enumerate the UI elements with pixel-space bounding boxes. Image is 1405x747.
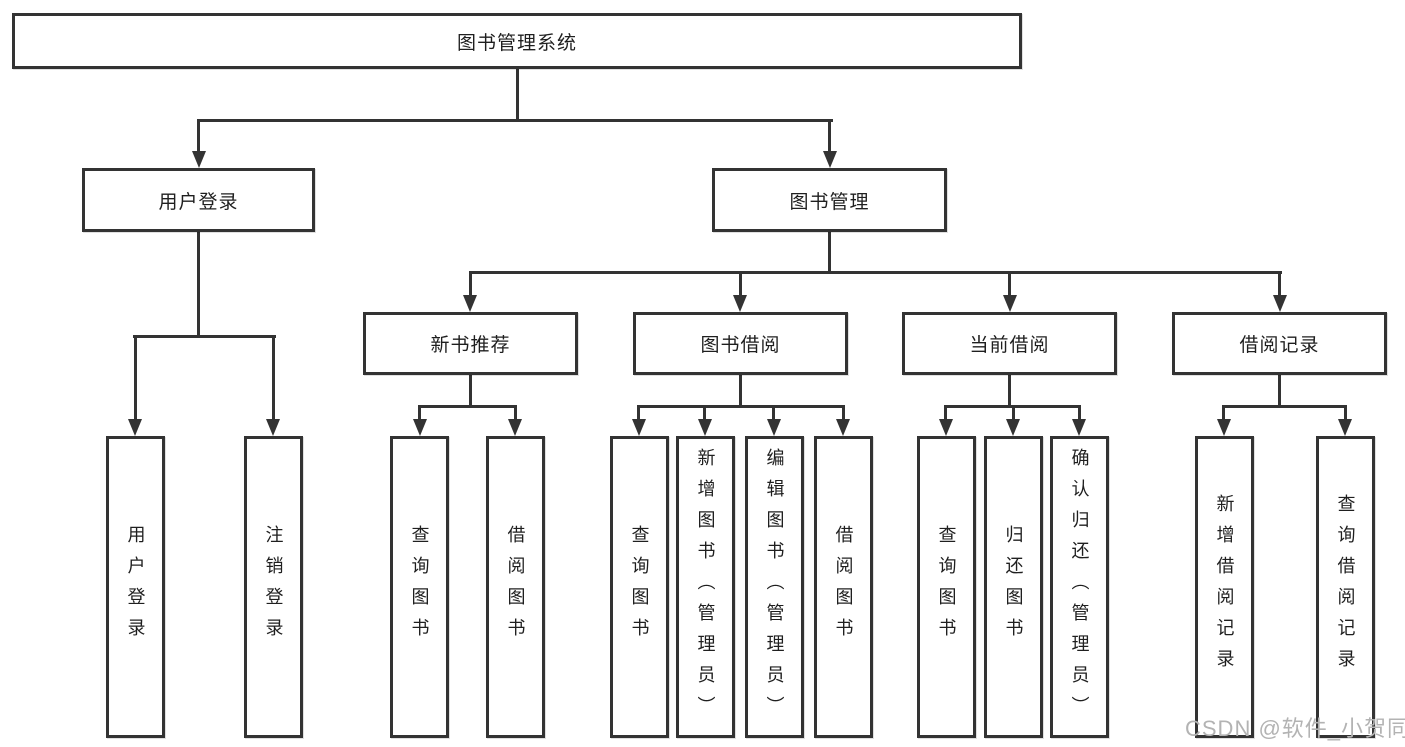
leaf-label: 借阅图书 xyxy=(833,525,854,649)
node-label: 图书管理 xyxy=(789,191,870,213)
connector-new-book-rail xyxy=(418,405,517,408)
leaf-borrow-books-recommend: 借阅图书 xyxy=(486,436,545,738)
connector-user-login-stem xyxy=(197,232,200,338)
connector-drop-book-borrow xyxy=(739,271,742,299)
leaf-query-books-recommend: 查询图书 xyxy=(390,436,449,738)
leaf-label: 查询图书 xyxy=(629,525,650,649)
leaf-edit-book-admin: 编辑图书（管理员） xyxy=(745,436,804,738)
leaf-label: 查询图书 xyxy=(936,525,957,649)
arrowhead xyxy=(1217,419,1231,436)
arrowhead xyxy=(823,151,837,168)
node-book-management: 图书管理 xyxy=(712,168,947,232)
connector-drop-book-management xyxy=(828,119,831,153)
connector-drop xyxy=(703,405,706,423)
arrowhead xyxy=(508,419,522,436)
connector-drop xyxy=(944,405,947,423)
leaf-label: 编辑图书（管理员） xyxy=(764,447,785,727)
connector-drop-borrow-records xyxy=(1278,271,1281,299)
node-library-system: 图书管理系统 xyxy=(12,13,1022,69)
csdn-watermark: CSDN @软件_小贺同学 xyxy=(1185,716,1405,741)
node-current-borrow: 当前借阅 xyxy=(902,312,1117,375)
connector-drop xyxy=(418,405,421,423)
connector-drop-new-book xyxy=(469,271,472,299)
connector-drop xyxy=(1344,405,1347,423)
connector-drop-leaf-login xyxy=(134,335,137,423)
leaf-label: 确认归还（管理员） xyxy=(1069,447,1090,727)
node-borrow-records: 借阅记录 xyxy=(1172,312,1387,375)
leaf-return-books: 归还图书 xyxy=(984,436,1043,738)
leaf-borrow-books: 借阅图书 xyxy=(814,436,873,738)
arrowhead xyxy=(128,419,142,436)
arrowhead xyxy=(939,419,953,436)
connector-drop xyxy=(1078,405,1081,423)
connector-drop-leaf-logout xyxy=(272,335,275,423)
arrowhead xyxy=(1003,295,1017,312)
connector-drop-current-borrow xyxy=(1008,271,1011,299)
node-new-book-recommend: 新书推荐 xyxy=(363,312,578,375)
connector-drop xyxy=(842,405,845,423)
leaf-label: 查询图书 xyxy=(409,525,430,649)
node-label: 图书管理系统 xyxy=(456,32,577,54)
arrowhead xyxy=(767,419,781,436)
leaf-add-book-admin: 新增图书（管理员） xyxy=(676,436,735,738)
leaf-label: 注销登录 xyxy=(263,525,284,649)
arrowhead xyxy=(192,151,206,168)
leaf-user-login: 用户登录 xyxy=(106,436,165,738)
arrowhead xyxy=(463,295,477,312)
connector-book-borrow-rail xyxy=(637,405,845,408)
connector-drop xyxy=(1012,405,1015,423)
connector-current-borrow-stem xyxy=(1008,375,1011,408)
leaf-add-borrow-record: 新增借阅记录 xyxy=(1195,436,1254,738)
connector-borrow-records-rail xyxy=(1222,405,1347,408)
arrowhead xyxy=(632,419,646,436)
connector-drop xyxy=(514,405,517,423)
leaf-query-books-borrow: 查询图书 xyxy=(610,436,669,738)
node-label: 用户登录 xyxy=(158,191,239,213)
leaf-query-books-current: 查询图书 xyxy=(917,436,976,738)
leaf-label: 借阅图书 xyxy=(505,525,526,649)
connector-drop xyxy=(637,405,640,423)
node-book-borrow: 图书借阅 xyxy=(633,312,848,375)
node-user-login: 用户登录 xyxy=(82,168,315,232)
node-label: 图书借阅 xyxy=(700,335,781,356)
arrowhead xyxy=(1006,419,1020,436)
connector-drop xyxy=(772,405,775,423)
connector-borrow-records-stem xyxy=(1278,375,1281,408)
leaf-label: 归还图书 xyxy=(1003,525,1024,649)
node-label: 借阅记录 xyxy=(1239,335,1320,356)
arrowhead xyxy=(698,419,712,436)
node-label: 当前借阅 xyxy=(969,335,1050,356)
leaf-label: 新增借阅记录 xyxy=(1214,494,1235,680)
arrowhead xyxy=(1273,295,1287,312)
leaf-query-borrow-record: 查询借阅记录 xyxy=(1316,436,1375,738)
node-label: 新书推荐 xyxy=(430,335,511,356)
leaf-label: 用户登录 xyxy=(125,525,146,649)
connector-drop-user-login xyxy=(197,119,200,153)
leaf-confirm-return-admin: 确认归还（管理员） xyxy=(1050,436,1109,738)
arrowhead xyxy=(733,295,747,312)
connector-level2-rail xyxy=(197,119,833,122)
arrowhead xyxy=(413,419,427,436)
connector-book-borrow-stem xyxy=(739,375,742,408)
leaf-label: 新增图书（管理员） xyxy=(695,447,716,727)
connector-drop xyxy=(1222,405,1225,423)
connector-book-management-stem xyxy=(828,232,831,274)
connector-level3-rail xyxy=(469,271,1282,274)
arrowhead xyxy=(1072,419,1086,436)
leaf-logout: 注销登录 xyxy=(244,436,303,738)
leaf-label: 查询借阅记录 xyxy=(1335,494,1356,680)
connector-root-stem xyxy=(516,69,519,122)
connector-user-login-rail xyxy=(133,335,276,338)
arrowhead xyxy=(266,419,280,436)
connector-new-book-stem xyxy=(469,375,472,408)
arrowhead xyxy=(1338,419,1352,436)
arrowhead xyxy=(836,419,850,436)
